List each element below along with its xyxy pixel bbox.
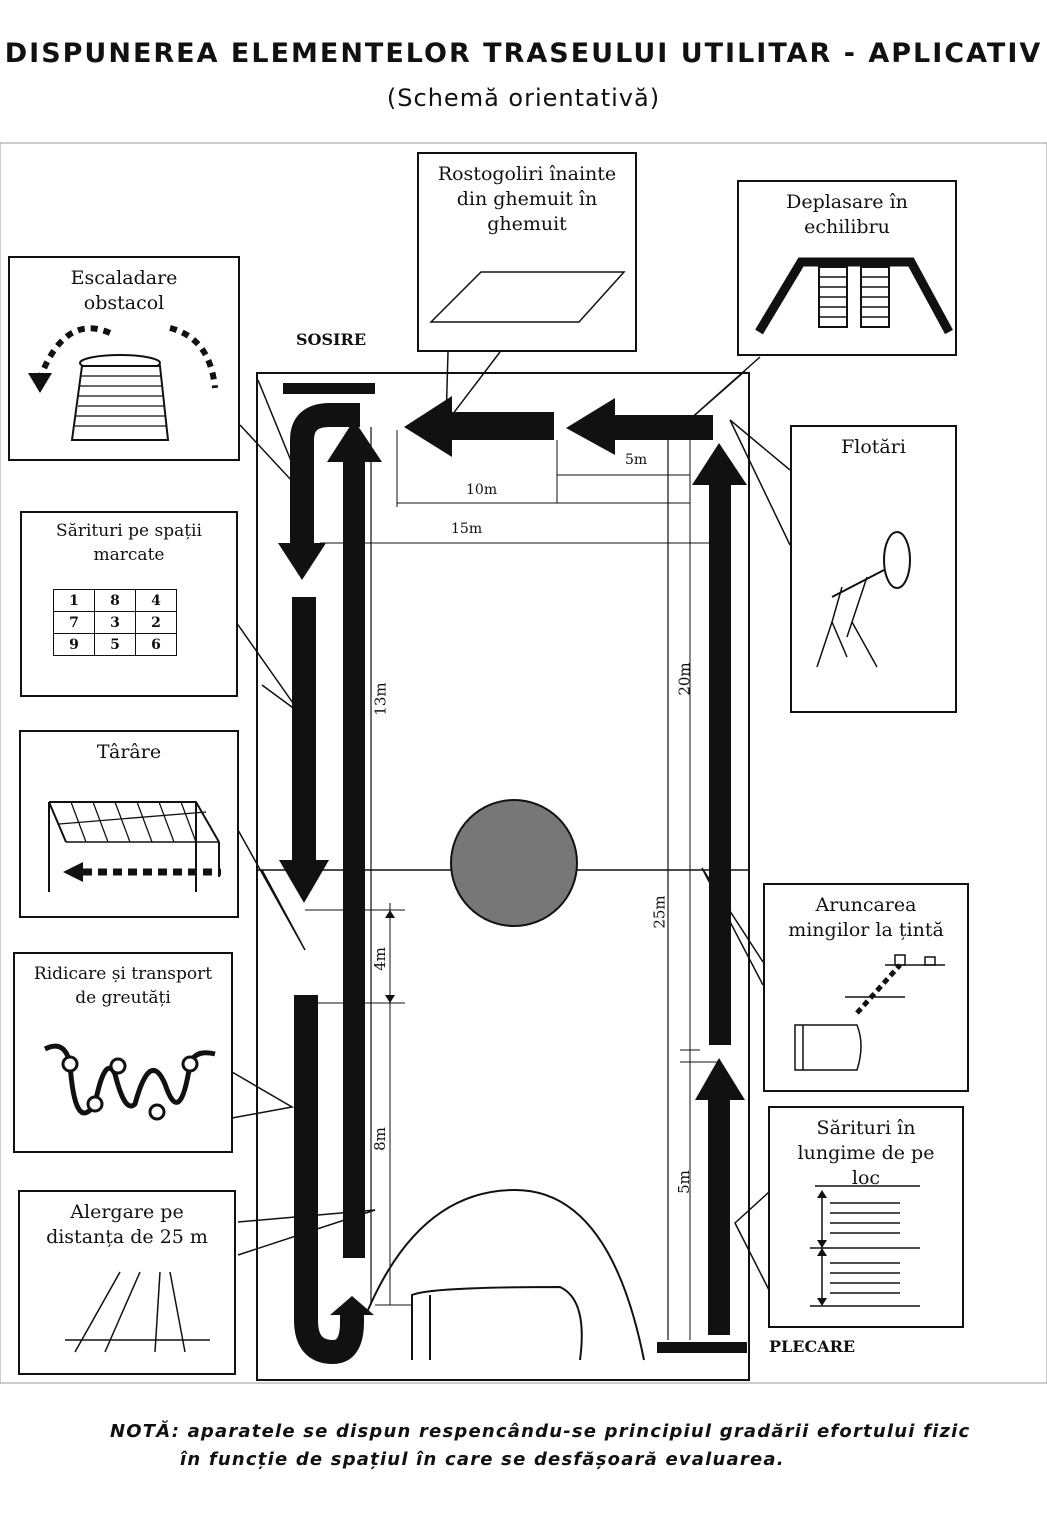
- dim-10m-label: 10m: [466, 482, 498, 498]
- escaladare-title-2: obstacol: [83, 292, 165, 314]
- tarare-title: Târâre: [96, 741, 162, 763]
- aruncarea-title-2: mingilor la țintă: [788, 919, 944, 941]
- bottom-uturn-arrow: [294, 1258, 364, 1365]
- long-jump-icon: [810, 1185, 920, 1307]
- dim-8m-label: 8m: [370, 1127, 389, 1151]
- rostogoliri-title-3: ghemuit: [487, 213, 567, 235]
- bottom-mat: [411, 1285, 583, 1361]
- sarituri-lungime-title-1: Sărituri în: [816, 1117, 916, 1139]
- alergare-title-2: distanța de 25 m: [46, 1226, 208, 1248]
- note-line-2: în funcție de spațiul în care se desfășo…: [180, 1449, 785, 1470]
- top-arrow-left: [448, 412, 554, 440]
- panel-ridicare: Ridicare și transport de greutăți: [13, 952, 233, 1153]
- grid-cell: 8: [94, 589, 136, 612]
- mat-icon: [429, 271, 626, 323]
- page-title: DISPUNEREA ELEMENTELOR TRASEULUI UTILITA…: [4, 38, 1043, 69]
- escaladare-title-1: Escaladare: [70, 267, 178, 289]
- panel-rostogoliri: Rostogoliri înainte din ghemuit în ghemu…: [417, 152, 637, 352]
- grid-cell: 4: [135, 589, 177, 612]
- dim-4m-label: 4m: [370, 947, 389, 971]
- grid-cell: 2: [135, 611, 177, 634]
- long-up-arrow: [343, 458, 365, 1258]
- dim-13m-label: 13m: [371, 682, 390, 716]
- dim-5m-right-label: 5m: [674, 1170, 693, 1194]
- page-subtitle: (Schemă orientativă): [386, 84, 661, 112]
- deplasare-title-1: Deplasare în: [786, 191, 908, 213]
- sarituri-spatii-title-1: Sărituri pe spații: [56, 521, 202, 541]
- finish-label: SOSIRE: [296, 330, 367, 349]
- sarituri-lungime-title-3: loc: [851, 1167, 881, 1189]
- deplasare-title-2: echilibru: [804, 216, 890, 238]
- ridicare-title-1: Ridicare și transport: [33, 964, 213, 984]
- start-bar: [657, 1342, 747, 1353]
- sarituri-lungime-title-2: lungime de pe: [797, 1142, 935, 1164]
- down-arrow-mid: [292, 597, 316, 865]
- balance-beam-icon: [755, 257, 953, 335]
- bottom-arc: [367, 1188, 645, 1361]
- panel-alergare: Alergare pe distanța de 25 m: [18, 1190, 236, 1375]
- panel-deplasare: Deplasare în echilibru: [737, 180, 957, 356]
- grid-cell: 5: [94, 633, 136, 656]
- right-arrow-lower: [708, 1095, 730, 1335]
- target-throw-icon: [794, 954, 945, 1071]
- finish-bar: [283, 383, 375, 394]
- top-arrow-right: [612, 415, 713, 440]
- grid-cell: 6: [135, 633, 177, 656]
- weights-path-icon: [43, 1043, 216, 1121]
- alergare-title-1: Alergare pe: [70, 1201, 184, 1223]
- dim-15m-label: 15m: [451, 521, 483, 537]
- panel-flotari: Flotări: [790, 425, 957, 713]
- pushup-figure-icon: [816, 531, 911, 668]
- grid-cell: 3: [94, 611, 136, 634]
- grid-cell: 7: [53, 611, 95, 634]
- start-label: PLECARE: [769, 1337, 856, 1356]
- frame: [0, 142, 1047, 1384]
- vaulting-box-icon: [28, 325, 218, 441]
- grid-cell: 9: [53, 633, 95, 656]
- panel-sarituri-lungime: Sărituri în lungime de pe loc: [768, 1106, 964, 1328]
- dim-25m-label: 25m: [650, 895, 669, 929]
- grid-cell: 1: [53, 589, 95, 612]
- center-circle: [450, 799, 578, 927]
- rostogoliri-title-1: Rostogoliri înainte: [437, 163, 617, 185]
- top-uturn-arrow: [290, 403, 360, 545]
- sarituri-spatii-title-2: marcate: [93, 545, 165, 565]
- dim-20m-label: 20m: [675, 662, 694, 696]
- flotari-title: Flotări: [841, 436, 906, 458]
- panel-escaladare: Escaladare obstacol: [8, 256, 240, 461]
- running-lanes-icon: [65, 1271, 210, 1353]
- rostogoliri-title-2: din ghemuit în: [456, 188, 598, 210]
- aruncarea-title-1: Aruncarea: [815, 894, 917, 916]
- field-rectangle: [256, 372, 750, 1381]
- dim-5m-top-label: 5m: [625, 452, 648, 468]
- panel-tarare: Târâre: [19, 730, 239, 918]
- lower-left-bar: [294, 995, 318, 1260]
- ridicare-title-2: de greutăți: [75, 988, 171, 1008]
- panel-aruncarea: Aruncarea mingilor la țintă: [763, 883, 969, 1092]
- right-arrow-upper: [709, 480, 731, 1045]
- note-line-1: NOTĂ: aparatele se dispun respencându-se…: [110, 1421, 971, 1442]
- crawl-net-icon: [48, 801, 221, 892]
